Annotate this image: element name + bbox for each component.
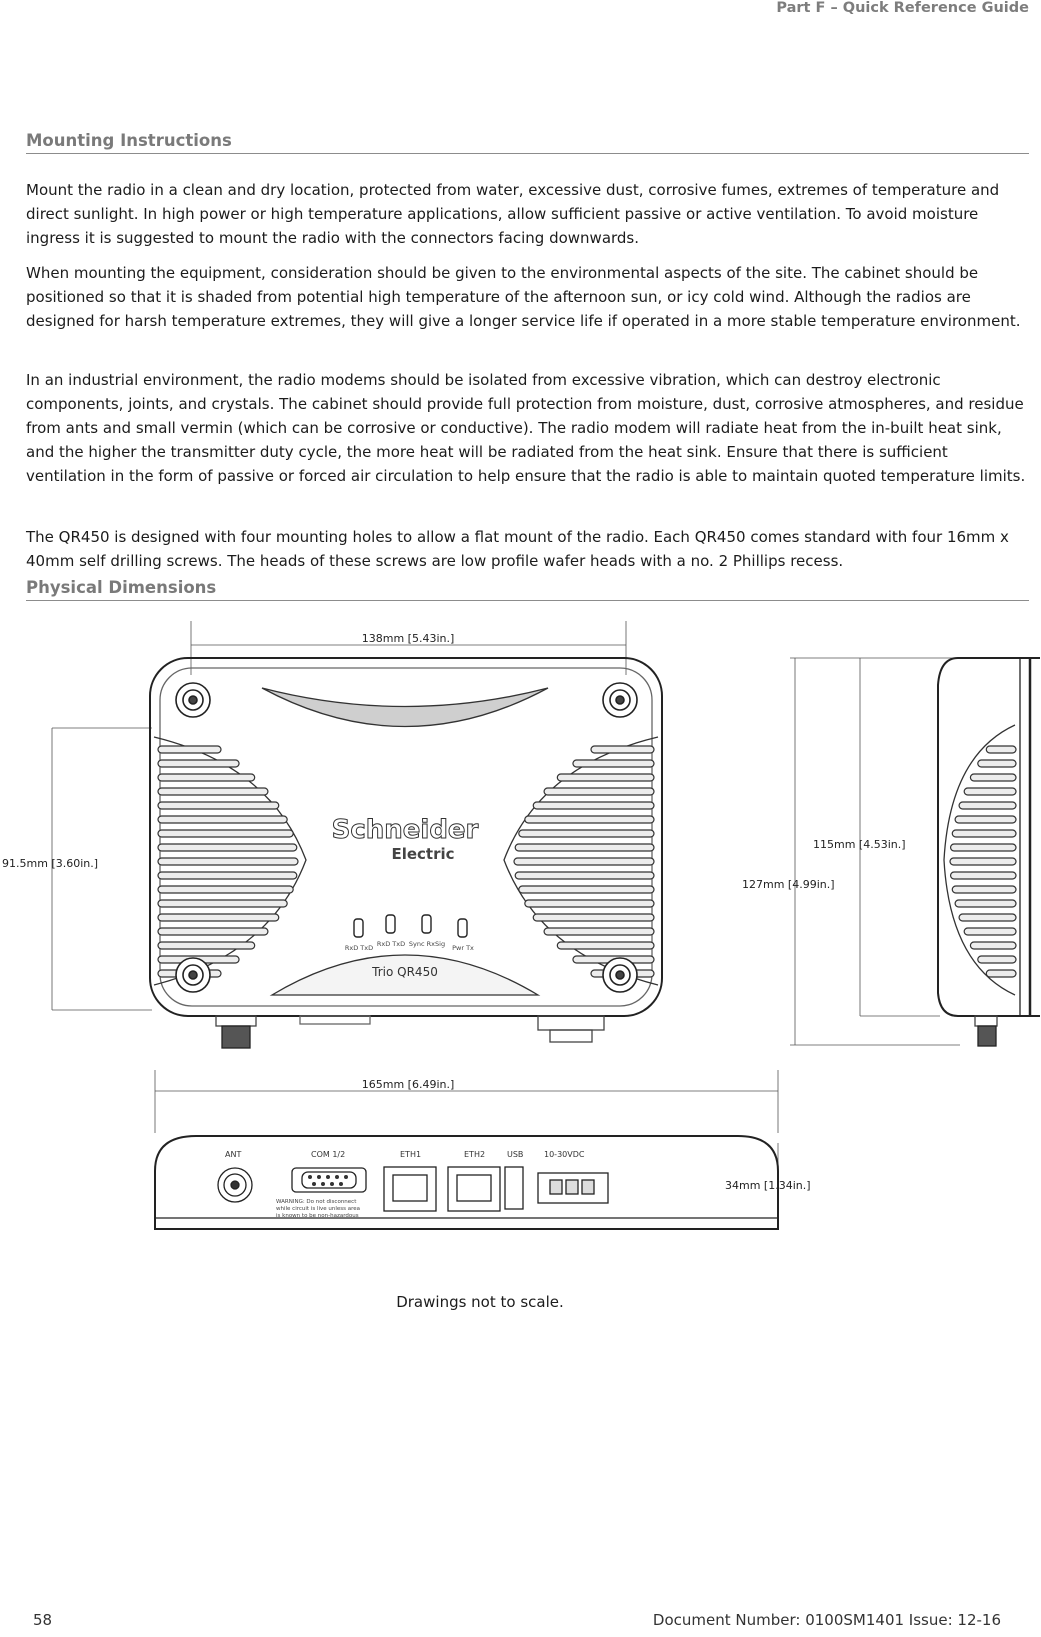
physical-dimensions-drawing: Schneider Electric Trio QR450 RxD TxD Rx… (2, 621, 1040, 1230)
vent-slat-left (157, 745, 222, 754)
vent-slat-side (969, 941, 1017, 950)
vent-slat-right (532, 913, 655, 922)
vent-slat-side (958, 801, 1017, 810)
mounting-paragraph-1: Mount the radio in a clean and dry locat… (26, 181, 1000, 247)
dim-label-bottom-width: 165mm [6.49in.] (362, 1078, 455, 1091)
vent-slat-side (985, 745, 1017, 754)
model-label: Trio QR450 (371, 965, 438, 979)
vent-slat-left (157, 885, 294, 894)
brand-logo-schneider: Schneider (332, 815, 479, 845)
page-number: 58 (33, 1611, 53, 1629)
vent-slat-right (518, 885, 655, 894)
vent-slat-left (157, 871, 298, 880)
drawing-caption: Drawings not to scale. (396, 1293, 564, 1311)
vent-slat-side (963, 927, 1017, 936)
com-port (291, 1167, 367, 1193)
warning-line-2: while circuit is live unless area (276, 1206, 360, 1212)
vent-slat-side (977, 955, 1017, 964)
usb-port (504, 1166, 524, 1210)
port-label-com: COM 1/2 (311, 1150, 345, 1159)
vent-slat-side (951, 829, 1017, 838)
vent-slat-side (949, 871, 1017, 880)
vent-slat-right (524, 899, 655, 908)
port-label-eth2: ETH2 (464, 1150, 485, 1159)
vent-slat-left (157, 829, 294, 838)
bottom-view-housing (154, 1135, 779, 1230)
vent-slat-right (543, 787, 655, 796)
side-view-housing (937, 657, 1040, 1017)
eth1-port (383, 1166, 437, 1212)
vent-slat-side (969, 773, 1017, 782)
vent-slat-left (157, 787, 269, 796)
part-header: Part F – Quick Reference Guide (776, 0, 1029, 16)
vent-slat-right (514, 871, 655, 880)
vent-slat-left (157, 815, 288, 824)
vent-slat-left (157, 941, 256, 950)
vent-slat-right (556, 941, 655, 950)
vent-slat-side (985, 969, 1017, 978)
vent-slat-right (543, 927, 655, 936)
vent-slat-left (157, 773, 256, 782)
vent-slat-left (157, 801, 280, 810)
brand-logo-electric: Electric (391, 845, 454, 863)
vent-slat-right (524, 815, 655, 824)
vent-slat-side (949, 857, 1017, 866)
document-number: Document Number: 0100SM1401 Issue: 12-16 (652, 1611, 1001, 1629)
dim-label-side-outer: 127mm [4.99in.] (742, 878, 835, 891)
ant-connector (217, 1167, 253, 1203)
mounting-paragraph-2: When mounting the equipment, considerati… (26, 264, 1021, 330)
front-view-outer-housing (149, 657, 663, 1017)
vent-slat-left (157, 843, 298, 852)
vent-slat-left (157, 927, 269, 936)
dim-label-top-width: 138mm [5.43in.] (362, 632, 455, 645)
warning-line-1: WARNING: Do not disconnect (276, 1199, 357, 1205)
dimensions-title-rule (26, 600, 1029, 601)
mounting-paragraph-4: The QR450 is designed with four mounting… (26, 528, 1009, 570)
vent-slat-right (572, 759, 655, 768)
vent-slat-left (157, 857, 299, 866)
vent-slat-right (514, 843, 655, 852)
led-label-2: RxD TxD (377, 940, 405, 948)
vent-slat-side (954, 899, 1017, 908)
led-label-1: RxD TxD (345, 944, 373, 952)
eth2-port (447, 1166, 501, 1212)
mounting-section-title: Mounting Instructions (26, 131, 232, 150)
dc-power-terminal (537, 1172, 609, 1204)
vent-slat-right (532, 801, 655, 810)
led-label-4: Pwr Tx (452, 944, 474, 952)
led-label-3: Sync RxSig (409, 940, 445, 948)
vent-slat-left (157, 759, 240, 768)
dim-label-side-inner: 115mm [4.53in.] (813, 838, 906, 851)
dim-label-bottom-depth: 34mm [1.34in.] (725, 1179, 811, 1192)
vent-slat-right (590, 745, 655, 754)
vent-slat-left (157, 913, 280, 922)
port-label-dc: 10-30VDC (544, 1150, 585, 1159)
warning-line-3: is known to be non-hazardous (276, 1213, 359, 1219)
vent-slat-side (954, 815, 1017, 824)
port-label-usb: USB (507, 1150, 523, 1159)
vent-slat-side (963, 787, 1017, 796)
port-label-eth1: ETH1 (400, 1150, 421, 1159)
vent-slat-left (157, 899, 288, 908)
vent-slat-side (958, 913, 1017, 922)
port-label-ant: ANT (225, 1150, 241, 1159)
dim-label-left-height: 91.5mm [3.60in.] (2, 857, 98, 870)
vent-slat-right (556, 773, 655, 782)
mounting-paragraph-3: In an industrial environment, the radio … (26, 371, 1026, 485)
vent-slat-side (977, 759, 1017, 768)
vent-slat-side (951, 885, 1017, 894)
dimensions-section-title: Physical Dimensions (26, 578, 217, 597)
mounting-title-rule (26, 153, 1029, 154)
vent-slat-right (513, 857, 655, 866)
vent-slat-side (949, 843, 1017, 852)
vent-slat-right (518, 829, 655, 838)
